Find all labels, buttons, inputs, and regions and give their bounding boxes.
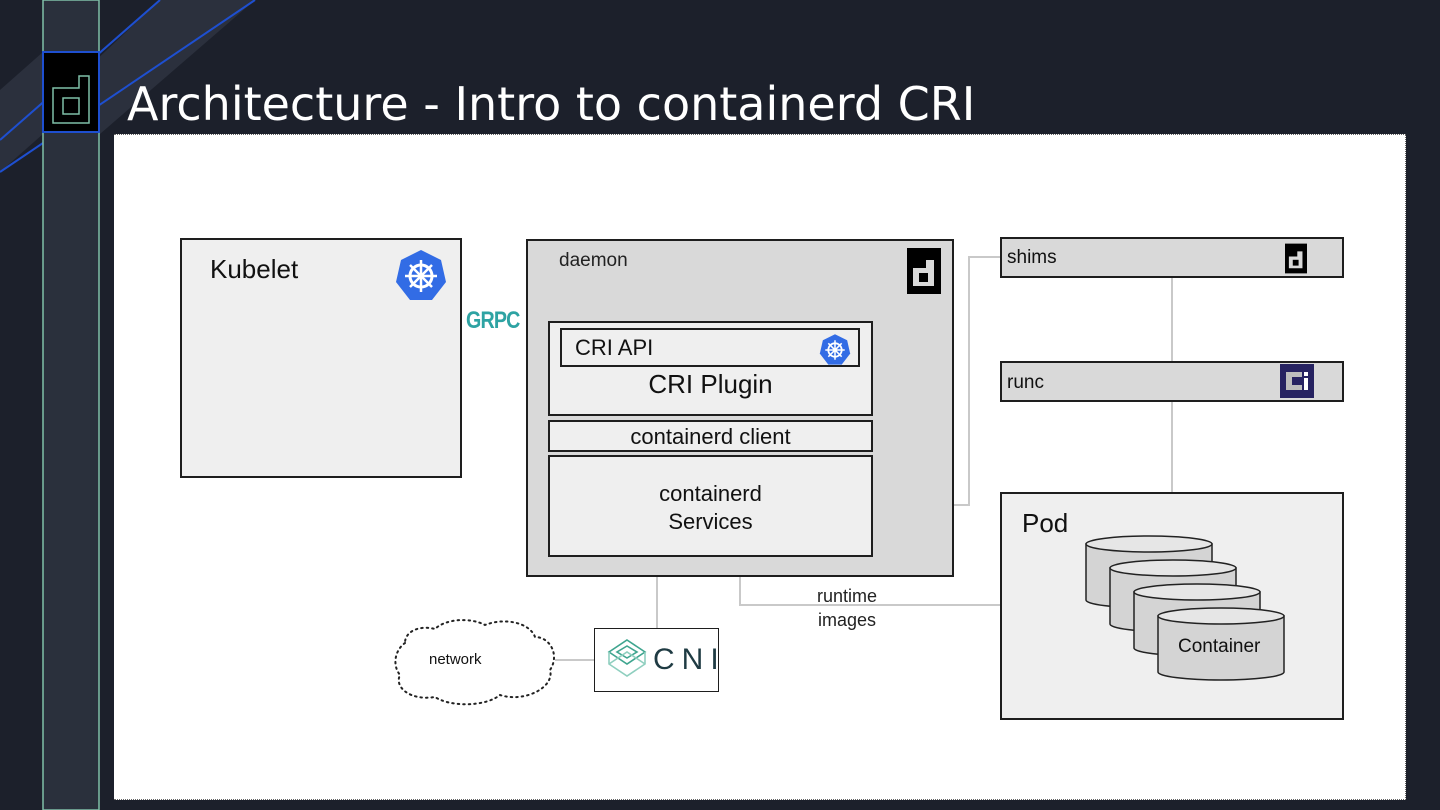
shims-label: shims bbox=[1007, 247, 1057, 268]
kubelet-label: Kubelet bbox=[210, 254, 299, 284]
cri-api-box: CRI API bbox=[560, 328, 860, 367]
connector-network-to-cni bbox=[555, 659, 595, 661]
connector-daemon-to-pod-h bbox=[739, 604, 1001, 606]
oci-icon bbox=[1280, 364, 1314, 398]
connector-daemon-to-pod-v bbox=[739, 576, 741, 606]
network-cloud-icon bbox=[394, 619, 555, 706]
left-rail bbox=[42, 0, 100, 810]
container-cylinder bbox=[1157, 607, 1285, 681]
connector-runc-to-pod bbox=[1171, 401, 1173, 493]
connector-daemon-to-shims-b bbox=[953, 504, 970, 506]
pod-box: Pod Container bbox=[1000, 492, 1344, 720]
connector-shims-to-runc bbox=[1171, 277, 1173, 362]
runtime-label: runtime bbox=[816, 586, 878, 606]
images-label: images bbox=[817, 610, 877, 630]
cni-label: CNI bbox=[653, 643, 726, 676]
pod-label: Pod bbox=[1022, 508, 1069, 538]
cni-box: CNI bbox=[594, 628, 719, 692]
connector-daemon-to-shims-v bbox=[968, 256, 970, 506]
diagonal-band-lower bbox=[0, 52, 43, 172]
containerd-services-label-line2: Services bbox=[668, 509, 753, 534]
runc-label: runc bbox=[1007, 372, 1044, 393]
daemon-label: daemon bbox=[559, 250, 628, 271]
shims-box: shims bbox=[1000, 237, 1344, 278]
containerd-client-box: containerd client bbox=[548, 420, 873, 452]
containerd-icon bbox=[907, 248, 941, 294]
containerd-logo-icon bbox=[52, 75, 90, 124]
logo-tile bbox=[42, 51, 100, 133]
cni-logo-icon bbox=[607, 639, 647, 677]
network-label: network bbox=[429, 651, 482, 668]
kubelet-box: Kubelet bbox=[180, 238, 462, 478]
cri-api-label: CRI API bbox=[575, 335, 654, 360]
containerd-services-label-line1: containerd bbox=[659, 481, 762, 506]
kubernetes-icon bbox=[396, 250, 446, 300]
connector-daemon-to-shims-h bbox=[968, 256, 1001, 258]
runc-box: runc bbox=[1000, 361, 1344, 402]
connector-daemon-to-cni bbox=[656, 576, 658, 629]
daemon-box: daemon CRI API CRI Plugin containerd cli… bbox=[526, 239, 954, 577]
cri-plugin-label: CRI Plugin bbox=[648, 369, 773, 399]
containerd-icon bbox=[1285, 243, 1307, 274]
cri-plugin-box: CRI API CRI Plugin bbox=[548, 321, 873, 416]
grpc-label: GRPC bbox=[466, 307, 520, 334]
containerd-services-box: containerd Services bbox=[548, 455, 873, 557]
slide-title: Architecture - Intro to containerd CRI bbox=[127, 77, 976, 131]
kubernetes-icon bbox=[819, 334, 851, 365]
container-stack bbox=[1085, 535, 1285, 681]
container-label: Container bbox=[1178, 636, 1261, 657]
containerd-client-label: containerd client bbox=[630, 424, 791, 449]
